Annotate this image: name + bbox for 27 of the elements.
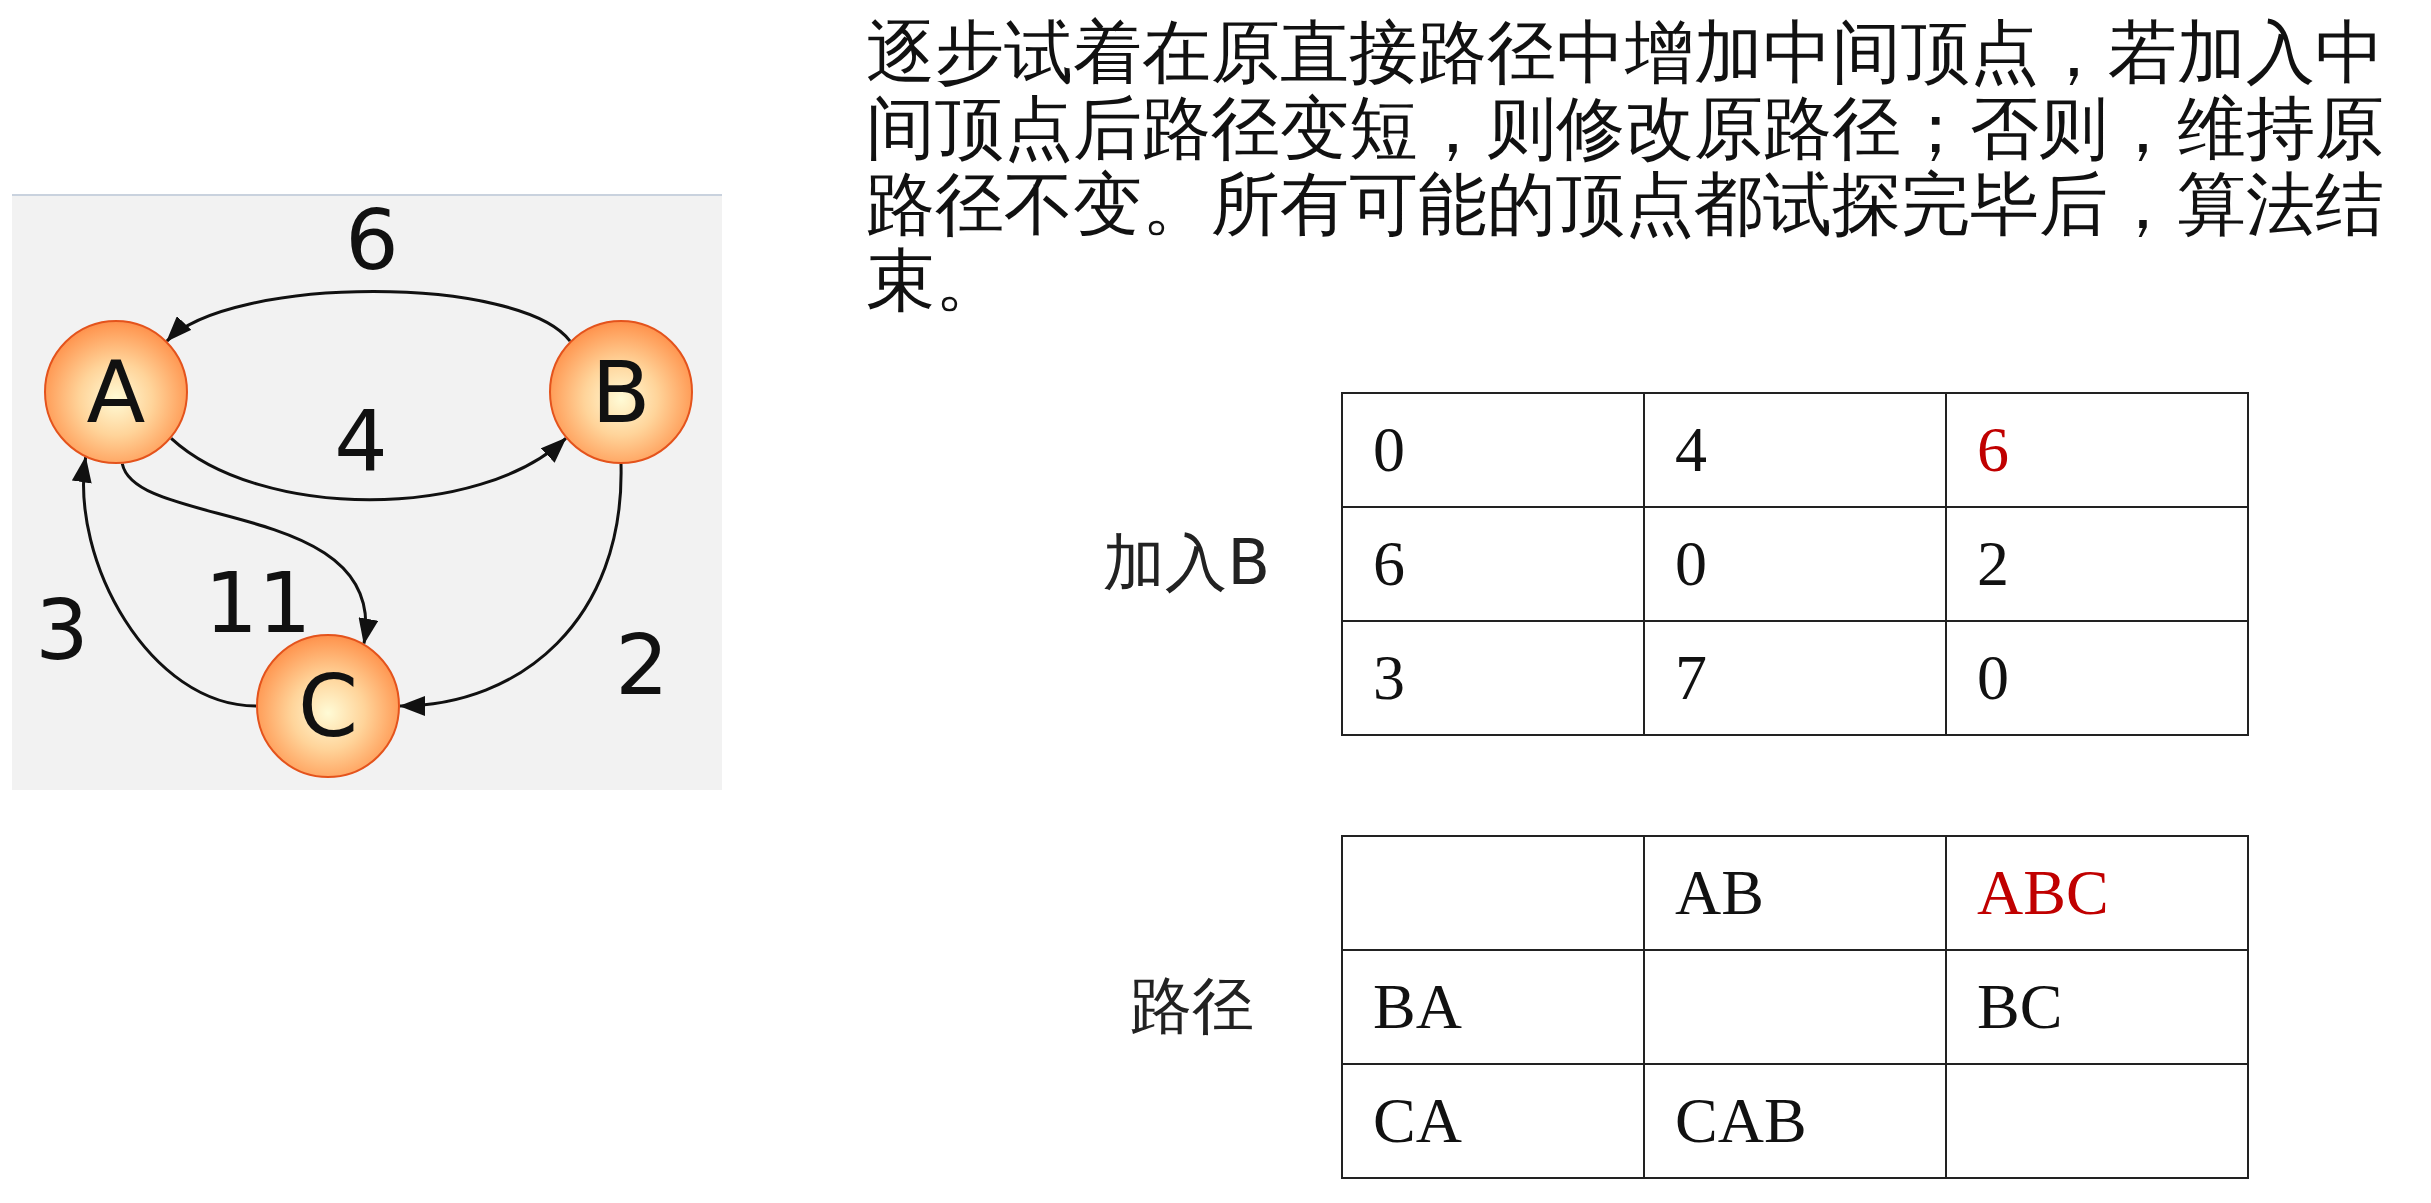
edge-label: 6 (345, 198, 399, 282)
arrow (399, 463, 623, 715)
table-cell: 0 (1644, 507, 1946, 621)
arrow (170, 437, 567, 502)
arrow (121, 463, 375, 645)
table-cell: 7 (1644, 621, 1946, 735)
edge-label: 2 (615, 623, 669, 707)
edge-label: 4 (334, 399, 388, 483)
table-cell: CA (1342, 1064, 1644, 1178)
description-paragraph: 逐步试着在原直接路径中增加中间顶点，若加入中间顶点后路径变短，则修改原路径；否则，维持原路径不变。所有可能的顶点都试探完毕后，算法结束。 (866, 14, 2385, 318)
table-cell: 6 (1342, 507, 1644, 621)
table-cell: 4 (1644, 393, 1946, 507)
table-cell: 0 (1946, 621, 2248, 735)
table-cell: AB (1644, 836, 1946, 950)
table-cell: 6 (1946, 393, 2248, 507)
table-cell: 2 (1946, 507, 2248, 621)
table-cell: BC (1946, 950, 2248, 1064)
table-cell: 0 (1342, 393, 1644, 507)
table-cell: ABC (1946, 836, 2248, 950)
arrow (166, 290, 572, 343)
edge-label: 3 (35, 588, 89, 672)
row-label: 加入B (1102, 525, 1270, 601)
table-cell: 3 (1342, 621, 1644, 735)
arrow (73, 456, 257, 708)
table-cell: CAB (1644, 1064, 1946, 1178)
table-cell: BA (1342, 950, 1644, 1064)
row-label: 路径 (1129, 968, 1254, 1044)
